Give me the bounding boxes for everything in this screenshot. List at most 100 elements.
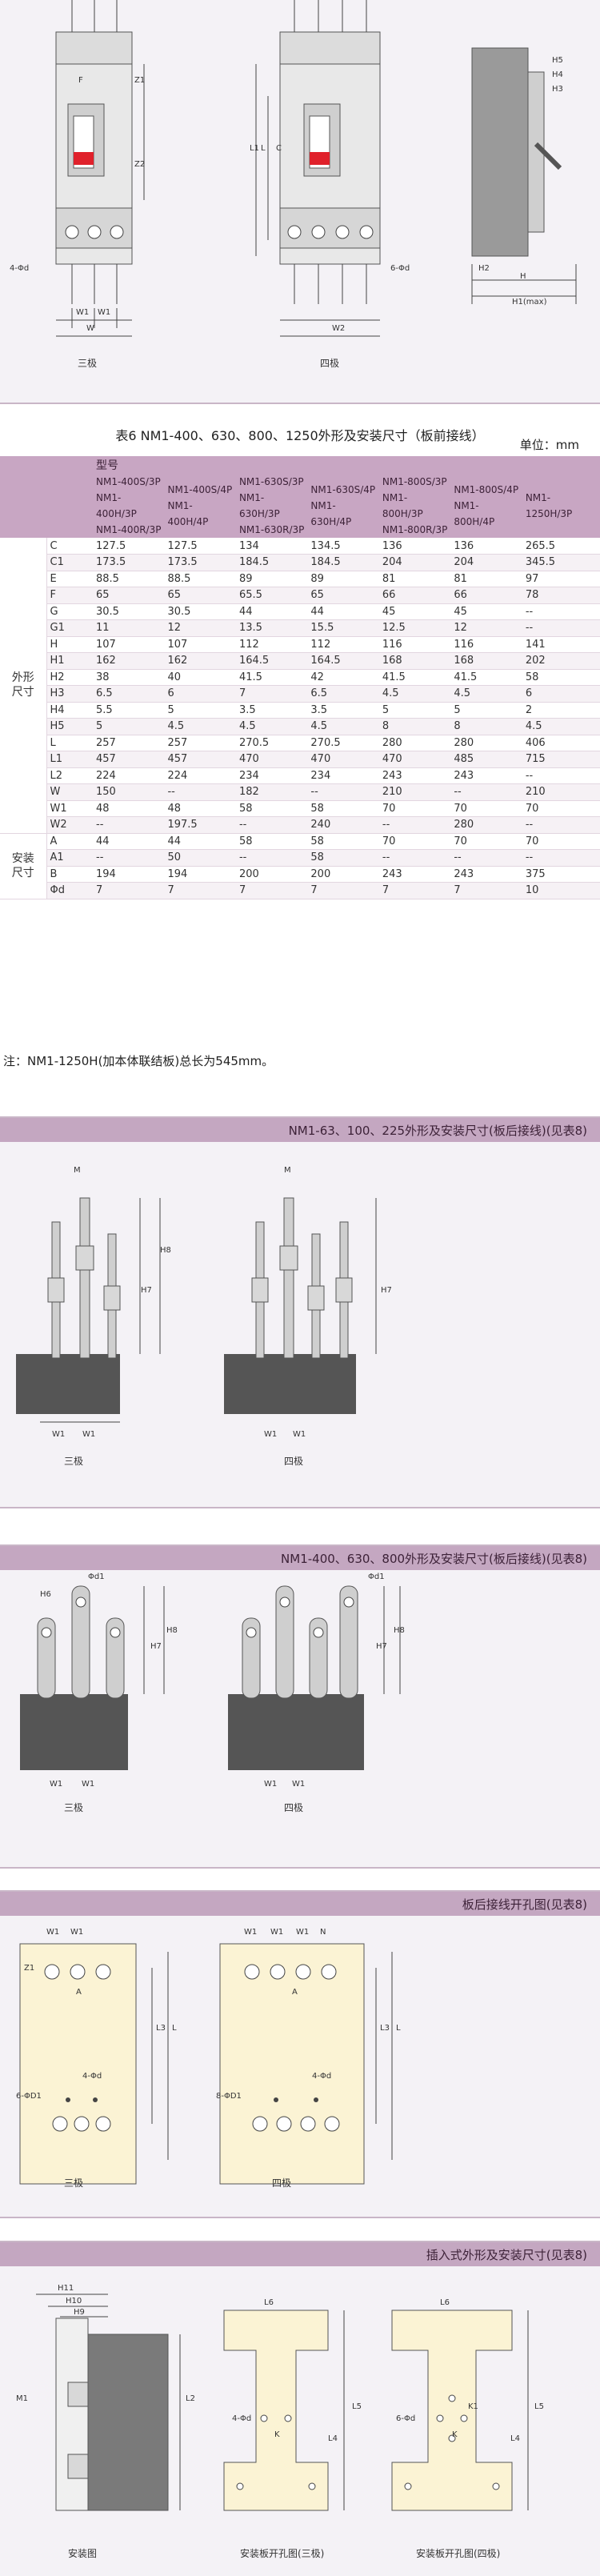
- s1-three-pole-caption: 三极: [64, 1456, 84, 1467]
- dimension-value: 40: [164, 669, 236, 686]
- dimension-value: 116: [378, 636, 451, 653]
- section-plug-in: 插入式外形及安装尺寸(见表8) H11 H10 H9 M1 L2 安装图 L6 …: [0, 2241, 600, 2576]
- dimension-value: 13.5: [235, 619, 308, 637]
- dimension-value: --: [235, 849, 308, 867]
- section3-four-pole-drawing: [219, 1943, 393, 2185]
- dimension-name: F: [46, 587, 93, 604]
- dimension-value: 41.5: [235, 669, 308, 686]
- s4-label-l5: L5: [352, 2402, 362, 2411]
- dimension-value: 470: [235, 751, 308, 768]
- s3-label-w1-a: W1: [46, 1928, 60, 1937]
- s3-four-label-n: N: [320, 1928, 326, 1937]
- s1-four-pole-caption: 四极: [284, 1456, 304, 1467]
- s2-label-w1-b: W1: [82, 1780, 95, 1789]
- label-l1: L1: [250, 144, 259, 153]
- dimension-value: 78: [522, 587, 600, 604]
- dimension-value: 470: [378, 751, 451, 768]
- s4-label-l2: L2: [186, 2394, 195, 2403]
- dimension-value: 200: [235, 866, 308, 883]
- s4-four-label-l6: L6: [440, 2298, 450, 2307]
- dimension-value: 97: [522, 571, 600, 587]
- s3-label-w1-b: W1: [70, 1928, 84, 1937]
- dimension-value: 4.5: [378, 685, 451, 703]
- dimension-value: 257: [164, 735, 236, 751]
- dimension-value: 44: [235, 603, 308, 620]
- dimension-name: C: [46, 538, 93, 555]
- label-h3: H3: [552, 85, 563, 94]
- dimension-name: L1: [46, 751, 93, 768]
- s3-four-pole-caption: 四极: [272, 2177, 292, 2189]
- dimension-value: 81: [378, 571, 451, 587]
- dimension-value: 162: [93, 652, 165, 670]
- section4-four-pole-cutout: [391, 2310, 529, 2511]
- section-drilling-diagram: 板后接线开孔图(见表8) W1 W1 A Z1 L3 L 6-ΦD1 4-Φd …: [0, 1890, 600, 2218]
- s4-install-caption: 安装图: [68, 2548, 98, 2559]
- dimension-name: E: [46, 571, 93, 587]
- section-rear-wiring-400-800: NM1-400、630、800外形及安装尺寸(板后接线)(见表8) Φd1 H6…: [0, 1544, 600, 1869]
- section2-three-pole-drawing: [20, 1585, 165, 1770]
- dimension-name: H3: [46, 685, 93, 703]
- dimension-value: 5: [93, 718, 165, 735]
- dimension-value: 4.5: [522, 718, 600, 735]
- dimension-value: 224: [93, 767, 165, 784]
- dimension-value: 6.5: [307, 685, 379, 703]
- dimension-value: 6.5: [93, 685, 165, 703]
- dimension-value: 375: [522, 866, 600, 883]
- dimension-value: 41.5: [450, 669, 522, 686]
- dimension-value: 88.5: [164, 571, 236, 587]
- dimension-name: H1: [46, 652, 93, 670]
- model-header: 型号: [93, 456, 600, 474]
- s4-four-label-holes6: 6-Φd: [396, 2414, 416, 2423]
- dimension-name: H5: [46, 718, 93, 735]
- dimension-value: 270.5: [235, 735, 308, 751]
- model-name: NM1-800S/3P: [382, 476, 447, 487]
- model-name: NM1-400H/4P: [167, 500, 209, 527]
- dimension-value: 45: [450, 603, 522, 620]
- s2-label-h7: H7: [150, 1642, 162, 1651]
- dimension-value: 38: [93, 669, 165, 686]
- dimension-value: 4.5: [450, 685, 522, 703]
- dimension-value: 70: [522, 800, 600, 817]
- s4-label-l4: L4: [328, 2434, 338, 2443]
- label-h2: H2: [478, 264, 490, 273]
- dimension-value: 715: [522, 751, 600, 768]
- dimension-value: 42: [307, 669, 379, 686]
- dimension-value: 7: [235, 685, 308, 703]
- dimension-value: 164.5: [235, 652, 308, 670]
- dimension-value: 182: [235, 783, 308, 801]
- dimension-value: 194: [93, 866, 165, 883]
- dimension-value: 58: [235, 833, 308, 850]
- dimension-value: 107: [93, 636, 165, 653]
- dimension-value: 44: [307, 603, 379, 620]
- dimension-value: 7: [93, 882, 165, 899]
- dimension-value: 70: [450, 800, 522, 817]
- s4-label-m1: M1: [16, 2394, 28, 2403]
- dimension-value: 48: [93, 800, 165, 817]
- dimension-value: 280: [450, 816, 522, 834]
- dimension-value: 7: [307, 882, 379, 899]
- dimension-value: 66: [450, 587, 522, 604]
- dimension-value: 12: [164, 619, 236, 637]
- group-label-line: 尺寸: [11, 867, 34, 879]
- s3-label-z1: Z1: [24, 1964, 35, 1973]
- dimension-value: 5: [164, 702, 236, 719]
- s4-four-label-k1: K1: [468, 2402, 478, 2411]
- s1-label-h8: H8: [160, 1246, 171, 1255]
- dimension-value: 11: [93, 619, 165, 637]
- s1-four-label-h7: H7: [381, 1286, 392, 1295]
- dimension-value: 65: [93, 587, 165, 604]
- dimension-value: 30.5: [164, 603, 236, 620]
- label-l: L: [261, 144, 266, 153]
- dimension-value: 5.5: [93, 702, 165, 719]
- dimension-value: 15.5: [307, 619, 379, 637]
- dimension-value: 136: [450, 538, 522, 555]
- dimension-value: 243: [450, 866, 522, 883]
